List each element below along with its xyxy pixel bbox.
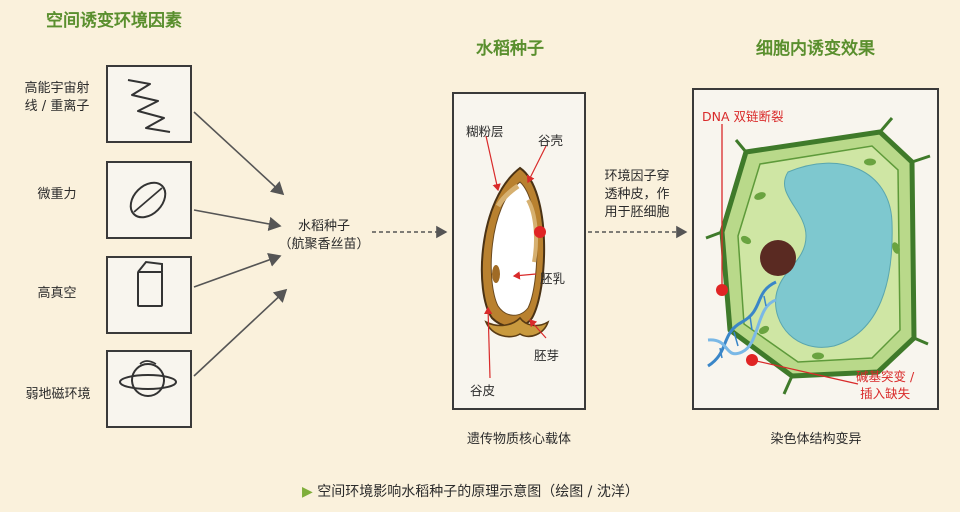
planet-ring-icon (119, 360, 177, 397)
seed-label-endosperm: 胚乳 (540, 271, 566, 286)
zigzag-icon (127, 79, 171, 133)
factor-label-radiation: 高能宇宙射线 / 重离子 (24, 81, 90, 114)
penetration-note-line2: 透种皮，作 (604, 187, 670, 202)
play-triangle-icon: ▶ (302, 484, 313, 500)
vacuum-container-icon (137, 260, 163, 307)
seed-label-bran: 谷皮 (470, 383, 496, 398)
seed-label-embryo: 胚芽 (534, 348, 560, 363)
center-seed-label-line1: 水稻种子 (297, 219, 350, 234)
penetration-note-line3: 用于胚细胞 (604, 205, 670, 220)
center-seed-label: 水稻种子 （航聚香丝苗） (264, 218, 384, 254)
factor-box-radiation (106, 65, 192, 143)
mutation-label-line2: 插入缺失 (860, 386, 911, 401)
factor-box-vacuum (106, 256, 192, 334)
seed-caption: 遗传物质核心载体 (466, 432, 571, 447)
figure-caption: ▶ 空间环境影响水稻种子的原理示意图（绘图 / 沈洋） (302, 481, 639, 501)
figure-caption-text: 空间环境影响水稻种子的原理示意图（绘图 / 沈洋） (317, 484, 639, 500)
rice-seed-drawing (480, 166, 550, 338)
factor-box-geomagnetic (106, 350, 192, 428)
seed-heading: 水稻种子 (476, 39, 544, 59)
mutation-label: 碱基突变 / 插入缺失 (856, 368, 914, 402)
seed-label-aleurone: 糊粉层 (466, 124, 504, 139)
factor-box-microgravity (106, 161, 192, 239)
factors-heading: 空间诱变环境因素 (46, 11, 182, 31)
seed-label-hull: 谷壳 (538, 133, 564, 148)
factor-label-geomagnetic: 弱地磁环境 (25, 387, 91, 402)
penetration-note: 环境因子穿 透种皮，作 用于胚细胞 (594, 168, 680, 222)
seed-ellipse-icon (129, 181, 167, 219)
dna-helix-drawing (707, 280, 777, 368)
plant-cell-drawing (705, 117, 931, 395)
factor-label-microgravity: 微重力 (37, 187, 77, 202)
dna-break-label: DNA 双链断裂 (702, 109, 784, 124)
cell-caption: 染色体结构变异 (770, 432, 862, 447)
center-seed-label-line2: （航聚香丝苗） (278, 237, 370, 252)
effect-heading: 细胞内诱变效果 (756, 39, 875, 59)
factor-label-vacuum: 高真空 (37, 286, 77, 301)
penetration-note-line1: 环境因子穿 (604, 169, 670, 184)
mutation-label-line1: 碱基突变 / (856, 369, 915, 384)
